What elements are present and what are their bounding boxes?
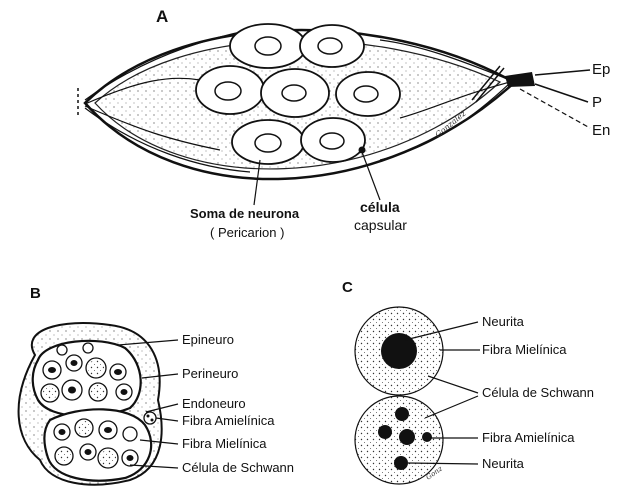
panel-label-b: B	[30, 286, 41, 301]
label-fibra-amielinica-b: Fibra Amielínica	[182, 414, 274, 427]
label-perineuro: Perineuro	[182, 367, 238, 380]
ganglion-diagram	[78, 24, 590, 205]
label-neurita-bottom: Neurita	[482, 457, 524, 470]
label-capsular: capsular	[354, 218, 407, 232]
label-celula-schwann-c: Célula de Schwann	[482, 386, 594, 399]
label-en: En	[592, 123, 610, 138]
label-fibra-mielinica-b: Fibra Mielínica	[182, 437, 267, 450]
label-ep: Ep	[592, 62, 610, 77]
fibre-diagrams	[355, 307, 480, 484]
label-p: P	[592, 95, 602, 110]
nerve-cross-section	[19, 323, 178, 485]
label-soma: Soma de neurona	[190, 207, 299, 220]
panel-label-a: A	[156, 8, 168, 25]
label-epineuro: Epineuro	[182, 333, 234, 346]
label-fibra-mielinica-c: Fibra Mielínica	[482, 343, 567, 356]
label-endoneuro: Endoneuro	[182, 397, 246, 410]
label-celula-schwann-b: Célula de Schwann	[182, 461, 294, 474]
label-celula: célula	[360, 200, 400, 214]
label-neurita-top: Neurita	[482, 315, 524, 328]
panel-label-c: C	[342, 280, 353, 295]
label-fibra-amielinica-c: Fibra Amielínica	[482, 431, 574, 444]
label-pericarion: ( Pericarion )	[210, 226, 284, 239]
